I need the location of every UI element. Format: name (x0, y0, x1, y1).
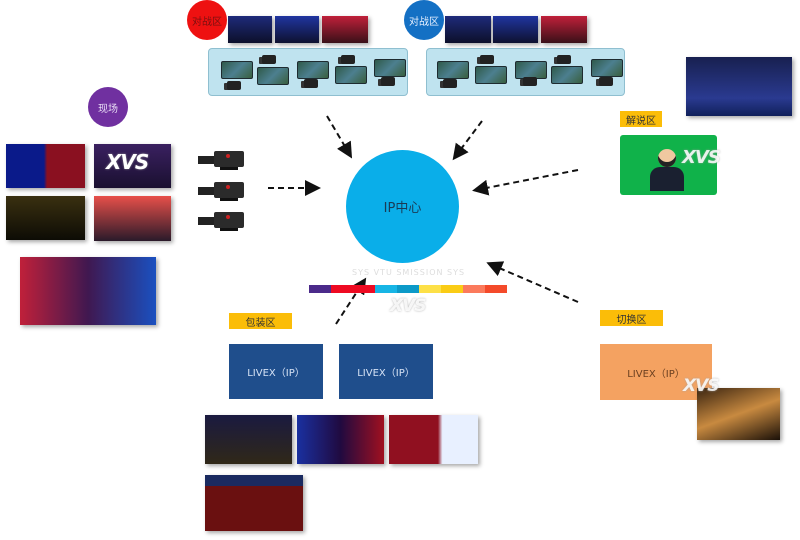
player-photo (541, 16, 587, 43)
player-photo (275, 16, 319, 43)
color-bar-segment (353, 285, 375, 293)
xvs-watermark: XVS (683, 376, 720, 396)
venue-photo (20, 257, 156, 325)
player-photo (493, 16, 538, 43)
camera-icon (198, 212, 244, 231)
packaging-livex-box-2: LIVEX（IP） (339, 344, 433, 399)
battle-zone-left-panel (208, 48, 408, 96)
commentary-green-screen: XVS (620, 135, 721, 195)
livex-label: LIVEX（IP） (627, 368, 685, 380)
arrow-commentary-to-center (472, 169, 579, 196)
switching-zone-label: 切换区 (616, 314, 647, 326)
arrow-switching-to-center (486, 261, 579, 303)
livex-label: LIVEX（IP） (247, 368, 305, 379)
commentary-zone-label: 解说区 (626, 115, 656, 127)
switcher-console-photo (697, 388, 780, 440)
commentary-zone-tag: 解说区 (620, 111, 662, 127)
color-bar-segment (485, 285, 507, 293)
color-bar-segment (419, 285, 441, 293)
battle-zone-left-label: 对战区 (192, 16, 222, 28)
color-bar-segment (463, 285, 485, 293)
switching-livex-box: LIVEX（IP） (600, 344, 712, 400)
battle-zone-left-badge: 对战区 (187, 0, 227, 40)
packaging-livex-box-1: LIVEX（IP） (229, 344, 323, 399)
packaging-zone-label: 包装区 (245, 317, 276, 329)
color-bar-segment (441, 285, 463, 293)
xvs-watermark: XVS (682, 147, 721, 168)
packaging-screenshot (297, 415, 384, 464)
packaging-zone-tag: 包装区 (229, 313, 292, 329)
player-photo (322, 16, 368, 43)
venue-photo: XVS (94, 144, 171, 188)
packaging-screenshot (205, 415, 292, 464)
color-bar-segment (309, 285, 331, 293)
livex-label: LIVEX（IP） (357, 368, 415, 379)
color-bar-caption: SYS VTU SMISSION SYS (352, 268, 466, 277)
arrow-battle-right-to-center (452, 120, 483, 161)
battle-zone-right-panel (426, 48, 625, 96)
color-bar-segment (397, 285, 419, 293)
commentator-body-icon (650, 167, 684, 191)
color-bar-segment (331, 285, 353, 293)
ip-center-node: IP中心 (346, 150, 459, 263)
color-bar-segment (375, 285, 397, 293)
venue-photo (6, 144, 85, 188)
battle-zone-right-badge: 对战区 (404, 0, 444, 40)
player-photo (228, 16, 272, 43)
player-photo (445, 16, 491, 43)
ip-center-label: IP中心 (383, 201, 422, 216)
commentary-broadcast-photo (686, 57, 792, 116)
camera-icon (198, 182, 244, 201)
packaging-screenshot (205, 475, 303, 531)
switching-zone-tag: 切换区 (600, 310, 663, 326)
arrow-battle-left-to-center (326, 115, 353, 159)
xvs-watermark-center: XVS (390, 296, 427, 316)
commentator-icon (658, 149, 676, 167)
color-bar (309, 285, 507, 293)
venue-photo (94, 196, 171, 241)
xvs-watermark: XVS (106, 150, 149, 174)
packaging-screenshot (389, 415, 478, 464)
venue-photo (6, 196, 85, 240)
battle-zone-right-label: 对战区 (409, 16, 439, 28)
camera-icon (198, 151, 244, 170)
venue-label: 现场 (98, 103, 118, 115)
venue-badge: 现场 (88, 87, 128, 127)
